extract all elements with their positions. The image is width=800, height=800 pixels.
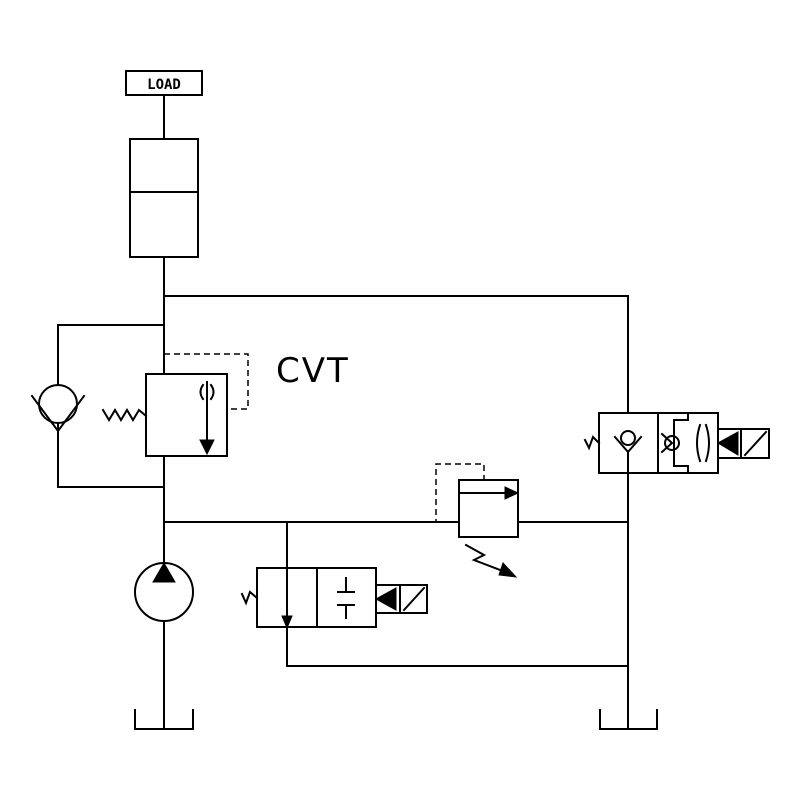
cvt-valve xyxy=(101,353,249,457)
relief-valve xyxy=(435,463,520,578)
load-label: LOAD xyxy=(147,77,181,93)
tank-left xyxy=(134,709,194,730)
cvt-label: CVT xyxy=(276,351,350,391)
solenoid-valve-lower xyxy=(240,521,428,630)
hydraulic-cylinder xyxy=(129,138,199,258)
bypass-check-valve xyxy=(30,324,165,488)
solenoid-valve-right xyxy=(583,412,770,474)
hydraulic-pump xyxy=(134,562,194,622)
return-line xyxy=(286,627,629,667)
load-box: LOAD xyxy=(125,70,203,96)
tank-right xyxy=(599,709,658,730)
